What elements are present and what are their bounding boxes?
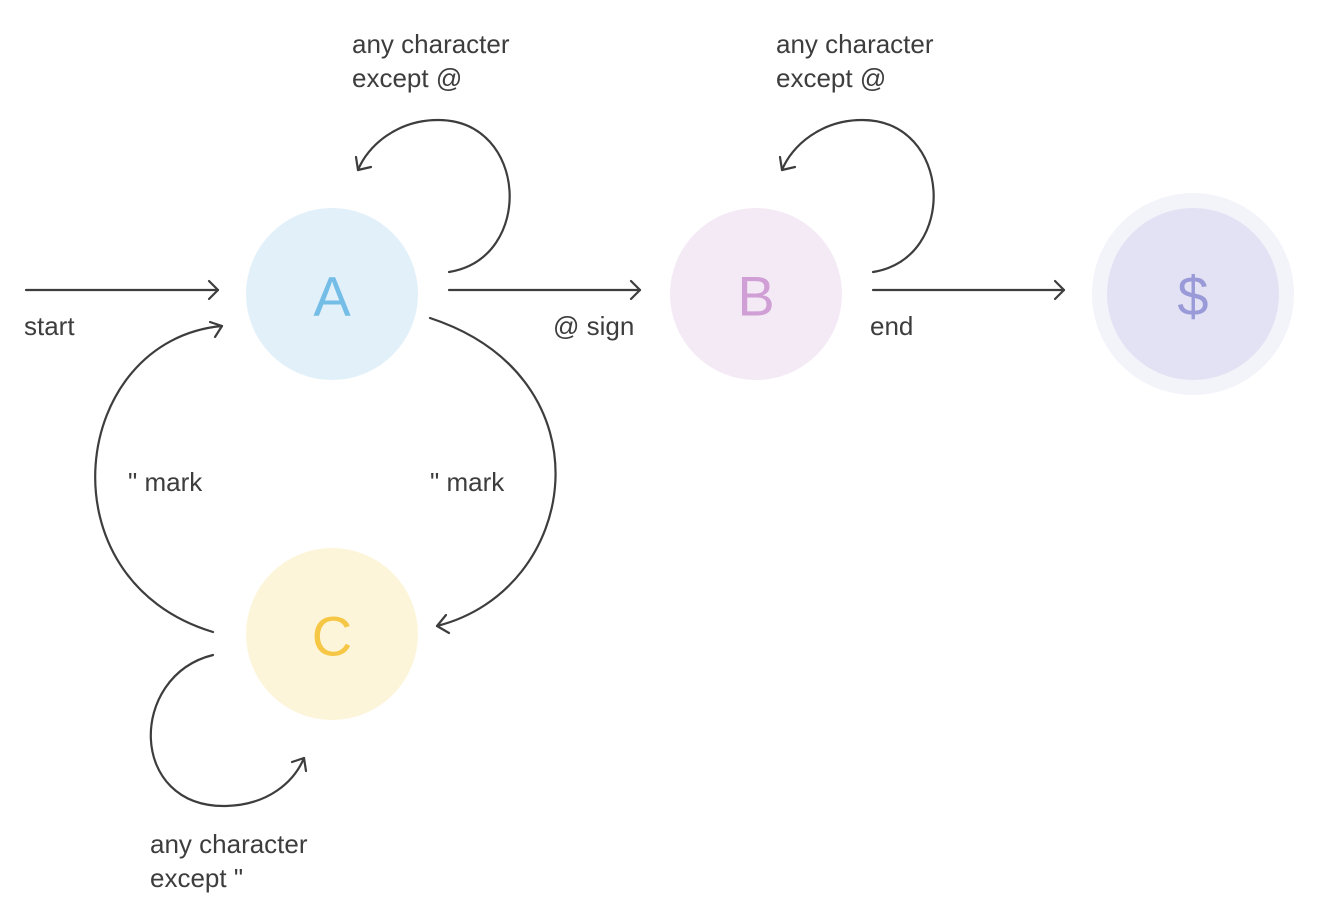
c-to-a-edge-label: " mark bbox=[128, 467, 203, 497]
c-to-a-edge bbox=[94, 320, 224, 634]
state-end-circle bbox=[1107, 208, 1279, 380]
b-self-loop-label-line2: except @ bbox=[776, 63, 886, 93]
a-to-c-edge-label: " mark bbox=[430, 467, 505, 497]
c-self-loop-label-line2: except " bbox=[150, 863, 243, 893]
start-edge bbox=[24, 279, 220, 301]
b-self-loop-edge bbox=[778, 118, 935, 274]
b-self-loop-label-line1: any character bbox=[776, 29, 934, 59]
state-c-label: C bbox=[312, 605, 352, 668]
a-to-c-edge bbox=[428, 316, 557, 635]
a-to-b-edge-label: @ sign bbox=[553, 311, 634, 341]
start-edge-label: start bbox=[24, 311, 75, 341]
state-c-circle bbox=[246, 548, 418, 720]
state-b: B bbox=[670, 208, 842, 380]
c-self-loop-edge bbox=[149, 653, 308, 808]
b-to-end-edge-label: end bbox=[870, 311, 913, 341]
state-a-circle bbox=[246, 208, 418, 380]
state-a: A bbox=[246, 208, 418, 380]
state-end-label: $ bbox=[1177, 265, 1208, 328]
c-self-loop-label-line1: any character bbox=[150, 829, 308, 859]
state-end: $ bbox=[1092, 193, 1294, 395]
a-to-b-edge bbox=[447, 279, 642, 301]
b-to-end-edge bbox=[871, 279, 1066, 301]
a-self-loop-edge bbox=[354, 118, 511, 274]
state-a-label: A bbox=[313, 265, 351, 328]
state-b-label: B bbox=[737, 265, 774, 328]
a-self-loop-label-line2: except @ bbox=[352, 63, 462, 93]
a-self-loop-label-line1: any character bbox=[352, 29, 510, 59]
state-b-circle bbox=[670, 208, 842, 380]
state-c: C bbox=[246, 548, 418, 720]
